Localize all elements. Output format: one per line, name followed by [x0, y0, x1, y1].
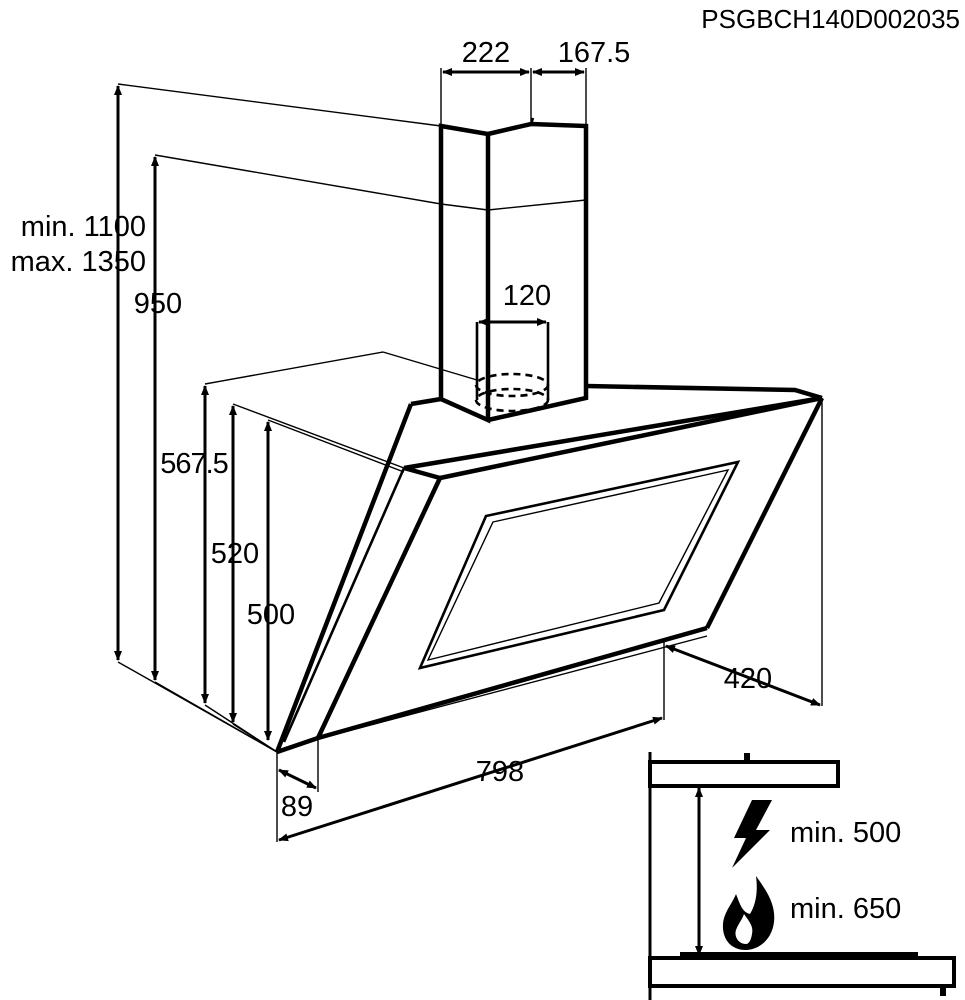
- dim-width-798: 798: [476, 756, 524, 788]
- extension-lines: [117, 68, 823, 842]
- dim-height-950: 950: [134, 288, 182, 320]
- lightning-icon: [732, 800, 772, 868]
- dim-height-567: 567.5: [160, 448, 228, 480]
- dim-chimney-width: 222: [462, 37, 510, 69]
- dim-height-min: min. 1100: [21, 211, 146, 243]
- chimney: [438, 117, 589, 424]
- clearance-electric-label: min. 500: [790, 817, 901, 849]
- hood-body: [274, 383, 825, 755]
- dim-duct-diameter: 120: [503, 280, 551, 312]
- dimension-labels: 222 167.5 min. 1100 max. 1350 950 120 56…: [11, 37, 773, 823]
- clearance-inset: min. 500 min. 650: [648, 752, 956, 1000]
- drawing-code: PSGBCH140D002035: [701, 4, 960, 34]
- dim-height-520: 520: [211, 538, 259, 570]
- dimension-arrows: [114, 68, 821, 842]
- dim-height-500: 500: [247, 599, 295, 631]
- clearance-gas-label: min. 650: [790, 893, 901, 925]
- dim-height-max: max. 1350: [11, 246, 146, 278]
- dim-chimney-depth: 167.5: [558, 37, 631, 69]
- dim-depth-420: 420: [724, 663, 772, 695]
- dim-front-89: 89: [281, 791, 313, 823]
